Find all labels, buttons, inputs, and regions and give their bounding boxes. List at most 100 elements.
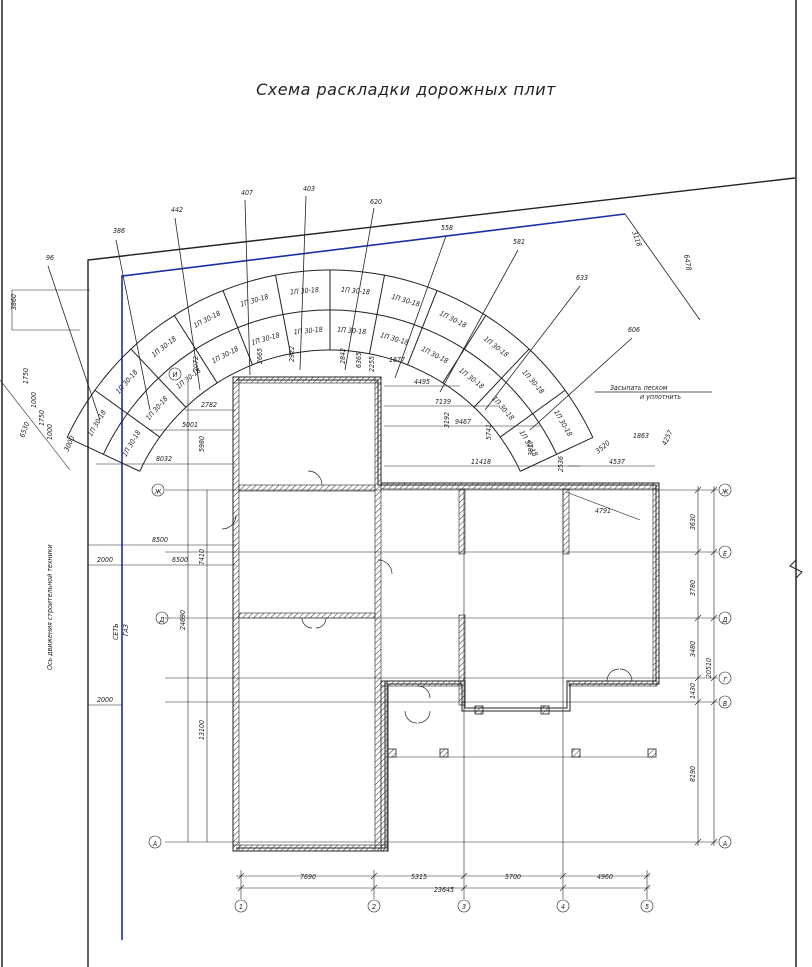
dim-col-3-4: 5700 [505,873,521,881]
dim-2255: 2255 [368,356,376,372]
fan-dim-558: 558 [441,224,453,232]
fan-dim-606: 606 [628,326,640,334]
axis-row-e-right: Е [723,550,727,558]
slab-label: 1П 30-18 [150,335,178,359]
slab-label: 1П 30-18 [520,368,545,395]
slab-label: 1П 30-18 [482,335,510,359]
axis-row-d-right: Д [722,616,728,624]
slab-label: 1П 30-18 [337,326,367,337]
dim-2665: 2665 [256,348,264,364]
leader-line [484,285,581,411]
slab-label: 1П 30-18 [490,395,515,422]
dim-4537: 4537 [609,458,625,466]
axis-bubble-right [718,835,732,849]
axis-row-a-left: А [152,840,157,848]
slab-joint [222,290,253,366]
drawing-title: Схема раскладки дорожных плит [256,80,556,99]
dim-tick [460,872,468,880]
dim-left-2000-top: 2000 [97,556,113,564]
slab-joint [275,275,292,354]
slab-label: 1П 30-18 [293,326,323,337]
axis-bubble-left [155,611,169,625]
slab-label: 1П 30-18 [145,395,170,422]
building-walls [221,376,660,852]
dim-1000-b: 1000 [46,424,54,440]
leader-line [299,195,307,371]
axis-bubble-right [718,671,732,685]
dim-tick [694,674,702,682]
fan-dim-386: 386 [113,227,125,235]
axis-row-i: И [173,371,178,379]
axis-row-g-right: Г [723,676,727,684]
dim-col-1-2: 7690 [300,873,316,881]
dim-3520: 3520 [594,439,611,455]
dim-tick [694,698,702,706]
axis-row-zh-right: Ж [721,488,729,496]
dim-5741: 5741 [485,424,493,440]
axis-row-zh-left: Ж [154,488,162,496]
dim-6530: 6530 [18,421,31,439]
sand-note-line2: и уплотнить [640,393,681,401]
axis-bubble-right [718,611,732,625]
gas-label-line2: ГАЗ [122,624,130,636]
slab-label: 1П 30-18 [552,409,574,438]
leader-line [344,207,375,371]
dim-tick [559,884,567,892]
dim-1750-b: 1750 [38,410,46,426]
dim-tick [643,884,651,892]
site-boundary [87,177,796,967]
dim-2922: 2922 [288,346,296,362]
dim-3192: 3192 [443,412,451,428]
axis-col-3: 3 [462,903,466,911]
dim-row-v-a: 8190 [689,766,697,782]
dim-1677: 1677 [389,356,405,364]
dim-3860: 3860 [10,294,18,310]
leader-line [47,265,101,421]
slab-label: 1П 30-18 [121,429,143,458]
axis-bubble-bottom [234,899,248,913]
dim-4791: 4791 [595,507,611,515]
axis-bubble-bottom [367,899,381,913]
dim-tick [237,872,245,880]
dim-4495: 4495 [414,378,430,386]
dim-6478: 6478 [682,254,693,271]
slab-label: 1П 30-18 [192,309,222,329]
dim-left-24690: 24690 [179,610,187,630]
slab-label: 1П 30-18 [457,367,485,391]
dim-tick [460,884,468,892]
dim-row-e-d: 3780 [689,580,697,596]
dim-1863: 1863 [633,432,649,440]
gas-label-line1: СЕТЬ [112,623,120,640]
slab-label: 1П 30-18 [438,309,468,329]
slab-label: 1П 30-18 [341,286,371,297]
dim-1750-a: 1750 [22,368,30,384]
dim-tick [710,548,718,556]
slab-joint [499,389,566,438]
dim-6478-line [624,213,701,321]
gas-network-line [121,213,626,940]
slab-joint [473,348,530,408]
slab-label: 1П 30-18 [420,345,450,365]
dim-left-7410: 7410 [198,549,206,565]
dim-tick [237,884,245,892]
break-mark [789,559,803,579]
dim-tick [643,872,651,880]
dim-9467: 9467 [455,418,471,426]
axis-col-5: 5 [645,903,649,911]
dim-2782: 2782 [201,401,217,409]
leader-line [174,217,201,391]
fan-dim-620: 620 [370,198,382,206]
slab-joint [94,389,161,438]
fan-dim-403: 403 [303,185,315,193]
dim-4791-line [565,491,641,521]
dim-tick [559,872,567,880]
axis-row-v-right: В [723,700,727,708]
slab-label: 1П 30-18 [290,286,320,297]
slab-joint [173,315,218,384]
leader-line [439,249,519,393]
fan-dim-633: 633 [576,274,588,282]
axis-row-d-left: Д [159,616,165,624]
fan-dim-581: 581 [513,238,525,246]
slab-label: 1П 30-18 [86,409,108,438]
